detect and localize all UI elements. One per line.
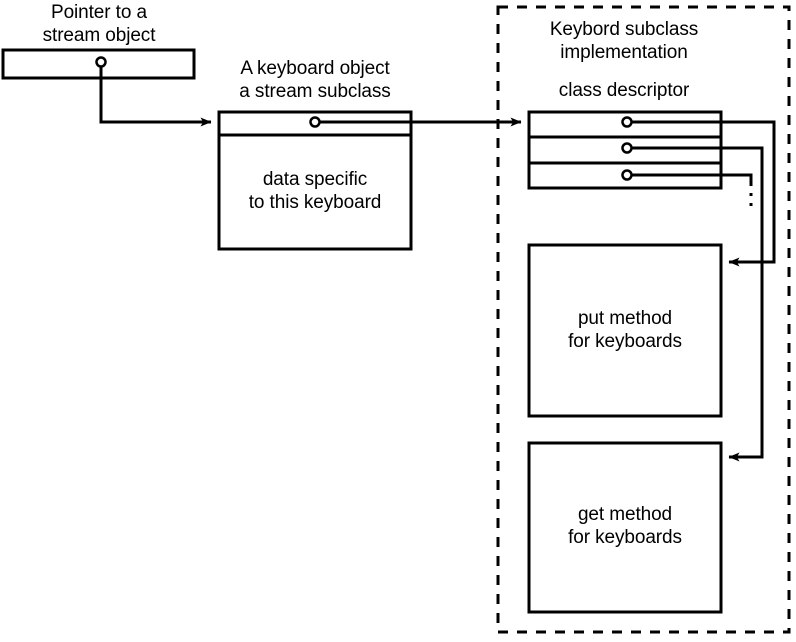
connector-row1-to-put-method — [627, 120, 776, 267]
get-method-box — [527, 441, 723, 614]
keyboard-object-data-label: data specific to this keyboard — [248, 169, 382, 213]
pointer-dot-stream — [95, 56, 107, 68]
pointer-to-stream-object-label: Pointer to a stream object — [42, 2, 156, 46]
connector-stream-to-keyboard — [99, 62, 212, 127]
pointer-dot-descriptor-row-2 — [621, 142, 633, 154]
keyboard-object-label: A keyboard object a stream subclass — [239, 58, 391, 102]
connector-row3-solid-segment — [627, 173, 753, 183]
implementation-title-label: Keybord subclass implementation — [549, 19, 699, 63]
put-method-box — [527, 243, 723, 418]
class-descriptor-label: class descriptor — [558, 80, 690, 101]
connector-row2-to-get-method — [627, 146, 764, 462]
get-method-label: get method for keyboards — [568, 504, 682, 548]
pointer-to-stream-object-box — [1, 48, 196, 80]
pointer-dot-descriptor-row-1 — [621, 116, 633, 128]
pointer-dot-keyboard-class — [309, 116, 321, 128]
put-method-label: put method for keyboards — [568, 308, 682, 352]
pointer-dot-descriptor-row-3 — [621, 169, 633, 181]
